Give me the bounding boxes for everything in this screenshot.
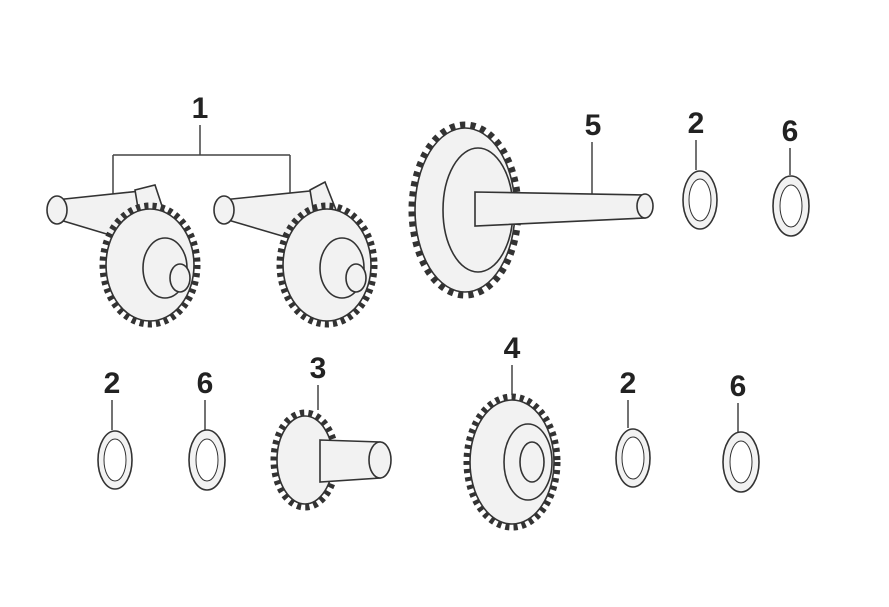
- callout-2: 2: [104, 367, 121, 400]
- washer-2a: [682, 170, 718, 230]
- drive-shaft-gear: [408, 121, 654, 299]
- callout-4: 4: [504, 332, 521, 365]
- gear-4: [463, 393, 561, 531]
- callout-2: 2: [620, 367, 637, 400]
- callout-6: 6: [730, 370, 747, 403]
- washer-6a: [772, 175, 810, 237]
- camshaft-gear-left: [46, 184, 201, 328]
- gear-3: [270, 409, 392, 511]
- washer-6c: [722, 431, 760, 493]
- callout-1: 1: [192, 92, 209, 125]
- camshaft-gear-right: [213, 180, 378, 328]
- callout-6: 6: [197, 367, 214, 400]
- callout-5: 5: [585, 109, 602, 142]
- washer-6b: [188, 429, 226, 491]
- washer-2c: [615, 428, 651, 488]
- callout-3: 3: [310, 352, 327, 385]
- callout-2: 2: [688, 107, 705, 140]
- callout-bracket-1: [112, 125, 291, 200]
- washer-2b: [97, 430, 133, 490]
- callout-6: 6: [782, 115, 799, 148]
